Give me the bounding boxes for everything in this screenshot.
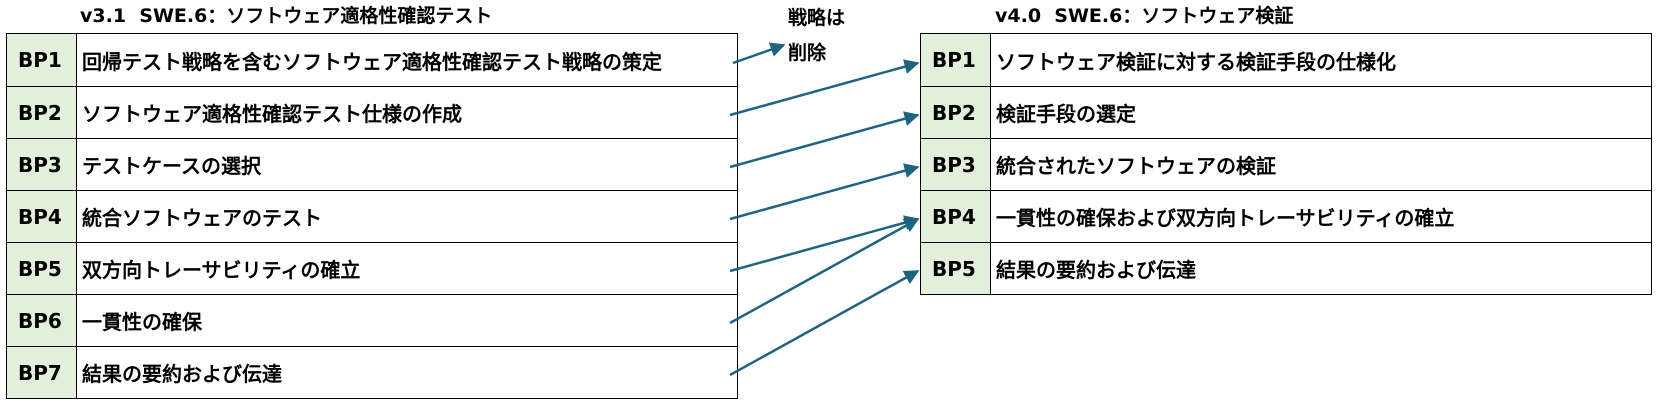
v31-base-practice-table: BP1 回帰テスト戦略を含むソフトウェア適格性確認テスト戦略の策定 BP2 ソフ…	[6, 33, 738, 399]
deleted-arrow	[732, 42, 786, 65]
table-row: BP2 ソフトウェア適格性確認テスト仕様の作成	[7, 86, 737, 138]
table-row: BP4 一貫性の確保および双方向トレーサビリティの確立	[921, 190, 1651, 242]
bp-text-cell: 一貫性の確保および双方向トレーサビリティの確立	[996, 206, 1455, 230]
bp-text-cell: 結果の要約および伝達	[82, 362, 282, 386]
bp-id-cell: BP7	[7, 347, 77, 398]
bp-text-cell: テストケースの選択	[82, 154, 261, 178]
v31-title: v3.1 SWE.6：ソフトウェア適格性確認テスト	[80, 5, 493, 27]
table-row: BP2 検証手段の選定	[921, 86, 1651, 138]
mapping-arrow	[729, 163, 920, 221]
mapping-arrow	[729, 59, 920, 117]
bp-text-cell: 検証手段の選定	[996, 102, 1136, 126]
table-row: BP1 回帰テスト戦略を含むソフトウェア適格性確認テスト戦略の策定	[7, 34, 737, 86]
mapping-arrow	[729, 111, 920, 169]
bp-id-cell: BP5	[921, 243, 991, 294]
bp-id-cell: BP4	[7, 191, 77, 242]
bp-text-cell: 統合ソフトウェアのテスト	[82, 206, 322, 230]
table-row: BP5 双方向トレーサビリティの確立	[7, 242, 737, 294]
bp-text-cell: 双方向トレーサビリティの確立	[82, 258, 361, 282]
mapping-arrow	[729, 217, 920, 325]
table-row: BP5 結果の要約および伝達	[921, 242, 1651, 294]
bp-id-cell: BP2	[921, 87, 991, 138]
table-row: BP6 一貫性の確保	[7, 294, 737, 346]
bp-text-cell: 一貫性の確保	[82, 310, 202, 334]
mapping-arrow	[729, 215, 920, 273]
table-row: BP4 統合ソフトウェアのテスト	[7, 190, 737, 242]
bp-id-cell: BP3	[921, 139, 991, 190]
bp-text-cell: 回帰テスト戦略を含むソフトウェア適格性確認テスト戦略の策定	[82, 49, 662, 74]
bp-id-cell: BP1	[7, 34, 77, 86]
strategy-deleted-note-line2: 削除	[788, 42, 827, 64]
bp-text-cell: ソフトウェア適格性確認テスト仕様の作成	[82, 102, 462, 126]
bp-text-cell: ソフトウェア検証に対する検証手段の仕様化	[996, 49, 1396, 74]
table-row: BP3 テストケースの選択	[7, 138, 737, 190]
bp-id-cell: BP6	[7, 295, 77, 346]
bp-text-cell: 結果の要約および伝達	[996, 258, 1196, 282]
bp-id-cell: BP5	[7, 243, 77, 294]
v40-title: v4.0 SWE.6：ソフトウェア検証	[995, 5, 1294, 27]
bp-id-cell: BP2	[7, 87, 77, 138]
v40-base-practice-table: BP1 ソフトウェア検証に対する検証手段の仕様化 BP2 検証手段の選定 BP3…	[920, 33, 1652, 295]
strategy-deleted-note-line1: 戦略は	[788, 7, 846, 29]
table-row: BP7 結果の要約および伝達	[7, 346, 737, 398]
table-row: BP1 ソフトウェア検証に対する検証手段の仕様化	[921, 34, 1651, 86]
bp-id-cell: BP1	[921, 34, 991, 86]
bp-text-cell: 統合されたソフトウェアの検証	[996, 154, 1276, 178]
bp-id-cell: BP3	[7, 139, 77, 190]
bp-id-cell: BP4	[921, 191, 991, 242]
table-row: BP3 統合されたソフトウェアの検証	[921, 138, 1651, 190]
mapping-arrow	[729, 269, 920, 377]
